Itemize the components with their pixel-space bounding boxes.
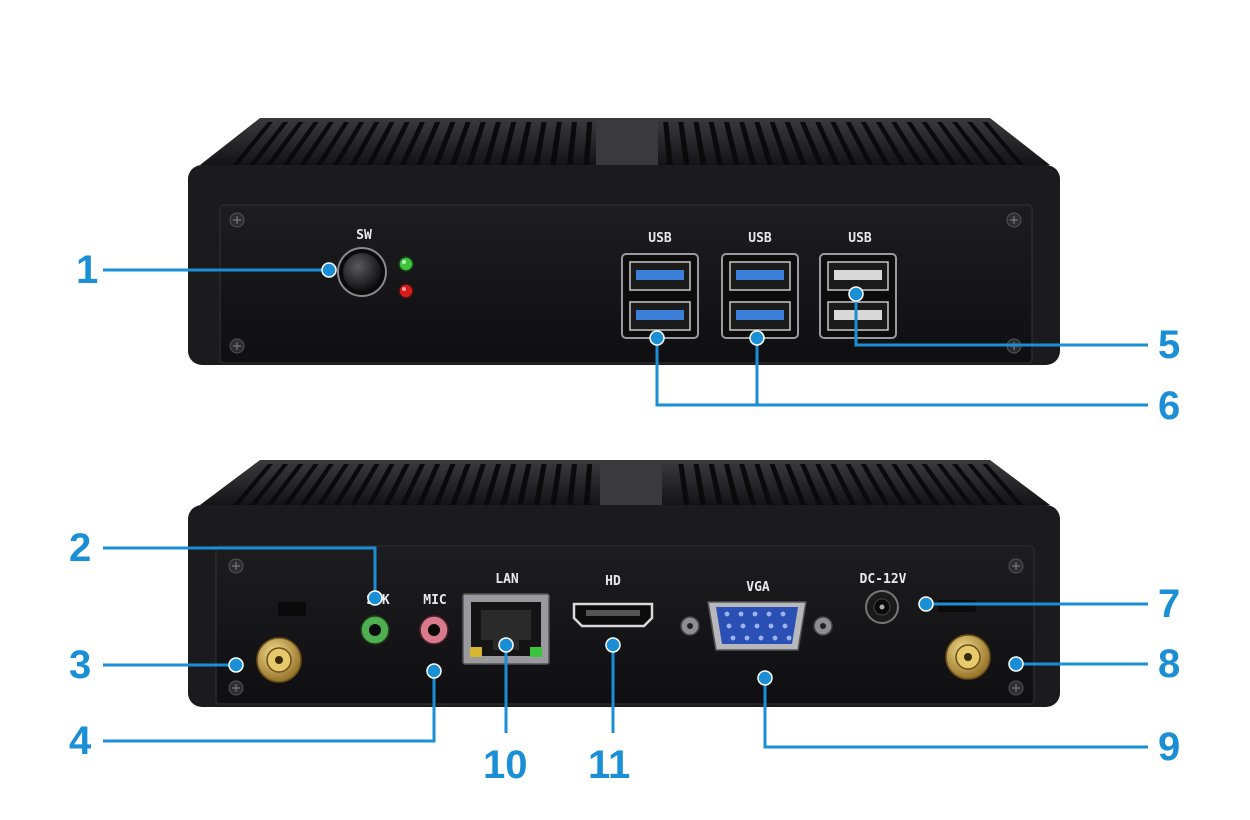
callout-lines [103,268,1148,749]
ethernet-port-icon[interactable] [462,593,550,665]
usb3-port-icon[interactable] [729,301,791,331]
vga-pin [754,623,760,629]
callout-number-2: 2 [69,526,92,570]
vga-pin [726,623,732,629]
vga-pin [786,635,792,641]
audio-jack-icon[interactable] [419,615,449,645]
callout-number-5: 5 [1158,323,1181,367]
callout-number-4: 4 [69,719,92,763]
dc-label: DC-12V [860,572,907,587]
vga-pin [766,611,772,617]
screw-icon [228,558,244,574]
callout-number-9: 9 [1158,725,1181,769]
usb-label-1: USB [648,231,672,246]
vent-slot [938,600,976,612]
audio-jack-icon[interactable] [360,615,390,645]
mic-label: MIC [423,593,446,608]
vga-port-icon[interactable] [680,601,833,651]
usb-label-2: USB [748,231,772,246]
screw-icon [1006,212,1022,228]
screw-icon [229,338,245,354]
hdmi-port-icon[interactable] [572,602,654,628]
screw-icon [1008,680,1024,696]
antenna-connector-icon[interactable] [256,637,302,683]
callout-number-3: 3 [69,643,92,687]
vga-pin [724,611,730,617]
callout-number-1: 1 [76,248,99,292]
power-button-icon[interactable] [337,247,387,297]
led-green-icon [398,256,414,272]
lan-label: LAN [495,572,519,587]
vga-pin [782,623,788,629]
vga-pin [780,611,786,617]
callout-number-11: 11 [588,743,631,787]
screw-icon [1008,558,1024,574]
hd-label: HD [605,574,621,589]
vga-pin [758,635,764,641]
front-unit: SW USB USB USB [188,118,1060,365]
vga-pin [752,611,758,617]
usb3-port-icon[interactable] [629,261,691,291]
vga-pin [768,623,774,629]
usb3-port-icon[interactable] [729,261,791,291]
vga-pin [740,623,746,629]
vga-label: VGA [746,580,770,595]
vent-slot [278,602,306,616]
vga-pin [744,635,750,641]
vga-pin [738,611,744,617]
screw-icon [229,212,245,228]
screw-icon [228,680,244,696]
usb3-port-icon[interactable] [629,301,691,331]
dc-jack-icon[interactable] [865,590,899,624]
sw-label: SW [356,228,372,243]
usb3-port-stack-1[interactable] [621,253,699,339]
usb2-port-icon[interactable] [827,261,889,291]
vga-pins [724,611,792,641]
callout-number-7: 7 [1158,582,1181,626]
callout-number-10: 10 [483,743,528,787]
led-red-icon [398,283,414,299]
usb2-port-icon[interactable] [827,301,889,331]
usb3-port-stack-2[interactable] [721,253,799,339]
vga-pin [772,635,778,641]
callout-dots [228,262,1024,686]
callout-number-8: 8 [1158,642,1181,686]
vga-pin [730,635,736,641]
rear-unit: SPK MIC LAN HD VGA DC-12V [188,460,1060,707]
antenna-connector-icon[interactable] [945,634,991,680]
callout-number-6: 6 [1158,384,1181,428]
usb-label-3: USB [848,231,872,246]
